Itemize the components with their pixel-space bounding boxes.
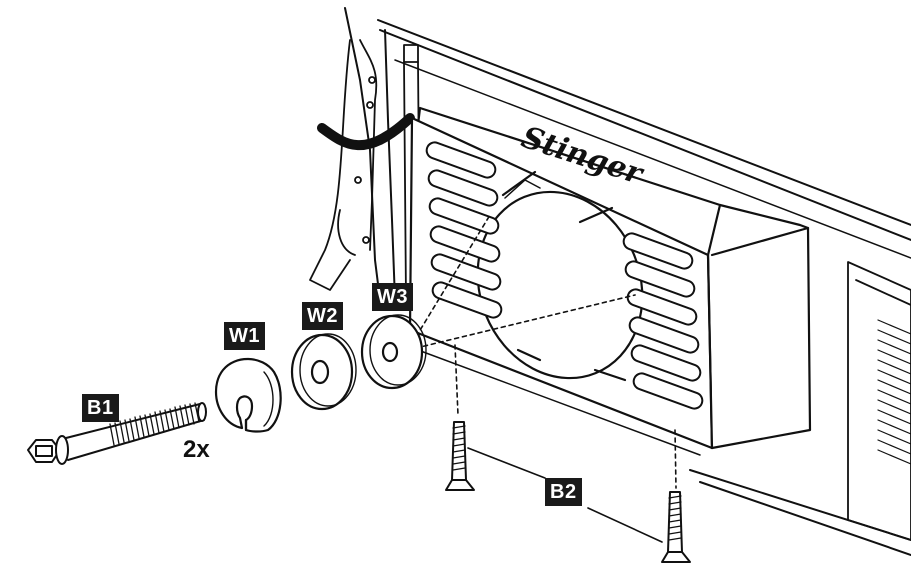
quantity-label: 2x bbox=[183, 436, 210, 463]
right-vent-slots bbox=[622, 232, 704, 410]
door-pillar bbox=[309, 39, 421, 301]
left-vent-slots bbox=[425, 141, 503, 319]
tailgate-vent bbox=[847, 261, 911, 541]
washer-w1 bbox=[214, 357, 282, 433]
label-w3: W3 bbox=[372, 283, 413, 311]
label-b1: B1 bbox=[82, 394, 119, 422]
label-b2: B2 bbox=[545, 478, 582, 506]
alignment-lines bbox=[407, 214, 677, 489]
bolt-b2-right bbox=[661, 491, 691, 563]
wire-cable bbox=[317, 113, 415, 151]
speaker-grille bbox=[476, 170, 644, 382]
vehicle-panel bbox=[344, 7, 911, 556]
label-w1: W1 bbox=[224, 322, 265, 350]
washer-w2 bbox=[290, 333, 357, 411]
b2-leader-lines bbox=[467, 447, 663, 543]
washer-w3 bbox=[360, 314, 427, 390]
label-w2: W2 bbox=[302, 302, 343, 330]
bolt-b2-left bbox=[445, 421, 475, 491]
bolt-b1 bbox=[27, 402, 207, 465]
